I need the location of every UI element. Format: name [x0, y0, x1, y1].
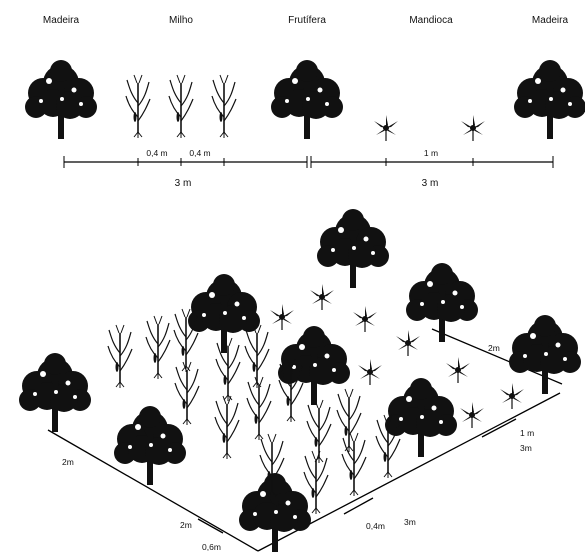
corn-spacing-right-label: 0,4 m [189, 148, 210, 158]
perspective-corn [107, 324, 133, 389]
perspective-tree [315, 207, 391, 290]
front-left-inner-line [197, 518, 224, 534]
left-side-dimension-label: 2m [62, 457, 74, 467]
perspective-cassava [309, 283, 335, 311]
perspective-tree [404, 261, 480, 344]
label-frutifera: Frutífera [288, 15, 326, 26]
perspective-cassava [459, 401, 485, 429]
cassava-spacing-label: 1 m [424, 148, 438, 158]
perspective-corn [215, 337, 241, 402]
front-left-dimension-label: 2m [180, 520, 192, 530]
madeira-tree-left [23, 58, 99, 141]
label-madeira-left: Madeira [43, 15, 80, 26]
perspective-tree [276, 324, 352, 407]
right-span-dimension-label: 3m [520, 443, 532, 453]
perspective-corn [246, 376, 272, 441]
perspective-cassava [445, 356, 471, 384]
perspective-tree [17, 351, 93, 434]
perspective-cassava [499, 382, 525, 410]
corn-plant-right [211, 74, 237, 139]
perspective-corn [145, 315, 171, 380]
label-milho: Milho [169, 15, 193, 26]
perspective-corn [214, 395, 240, 460]
perspective-corn [174, 361, 200, 426]
back-right-edge-line [431, 328, 563, 385]
left-edge-line [47, 429, 259, 552]
perspective-cassava [357, 358, 383, 386]
perspective-cassava [395, 329, 421, 357]
top-row-diagram: Madeira Milho Frutífera Mandioca Madeira… [23, 15, 585, 189]
front-inner-line [343, 497, 374, 515]
perspective-tree [112, 404, 188, 487]
right-inner-dimension-label: 1 m [520, 428, 534, 438]
right-back-dimension-label: 2m [488, 343, 500, 353]
madeira-tree-right [512, 58, 585, 141]
cassava-plant-right [460, 114, 486, 142]
label-mandioca: Mandioca [409, 15, 453, 26]
cassava-plant-left [373, 114, 399, 142]
corn-plant-left [125, 74, 151, 139]
perspective-tree [383, 376, 459, 459]
perspective-cassava [352, 305, 378, 333]
perspective-tree [237, 471, 313, 554]
corn-spacing-left-label: 0,4 m [146, 148, 167, 158]
left-span-label: 3 m [175, 178, 192, 189]
right-span-label: 3 m [422, 178, 439, 189]
label-madeira-right: Madeira [532, 15, 569, 26]
perspective-cassava [269, 303, 295, 331]
perspective-corn [336, 388, 362, 453]
perspective-layout-diagram: 2m 1 m 3m 2m 2m 0,6m 0,4m 3m [17, 207, 583, 554]
corn-plant-center [168, 74, 194, 139]
perspective-tree [507, 313, 583, 396]
perspective-corn [244, 324, 270, 389]
front-span-dimension-label: 3m [404, 517, 416, 527]
perspective-corn [341, 432, 367, 497]
front-left-inner-dimension-label: 0,6m [202, 542, 221, 552]
fruit-tree [269, 58, 345, 141]
perspective-tree [186, 272, 262, 355]
right-inner-line [481, 418, 517, 438]
front-spacing-dimension-label: 0,4m [366, 521, 385, 531]
